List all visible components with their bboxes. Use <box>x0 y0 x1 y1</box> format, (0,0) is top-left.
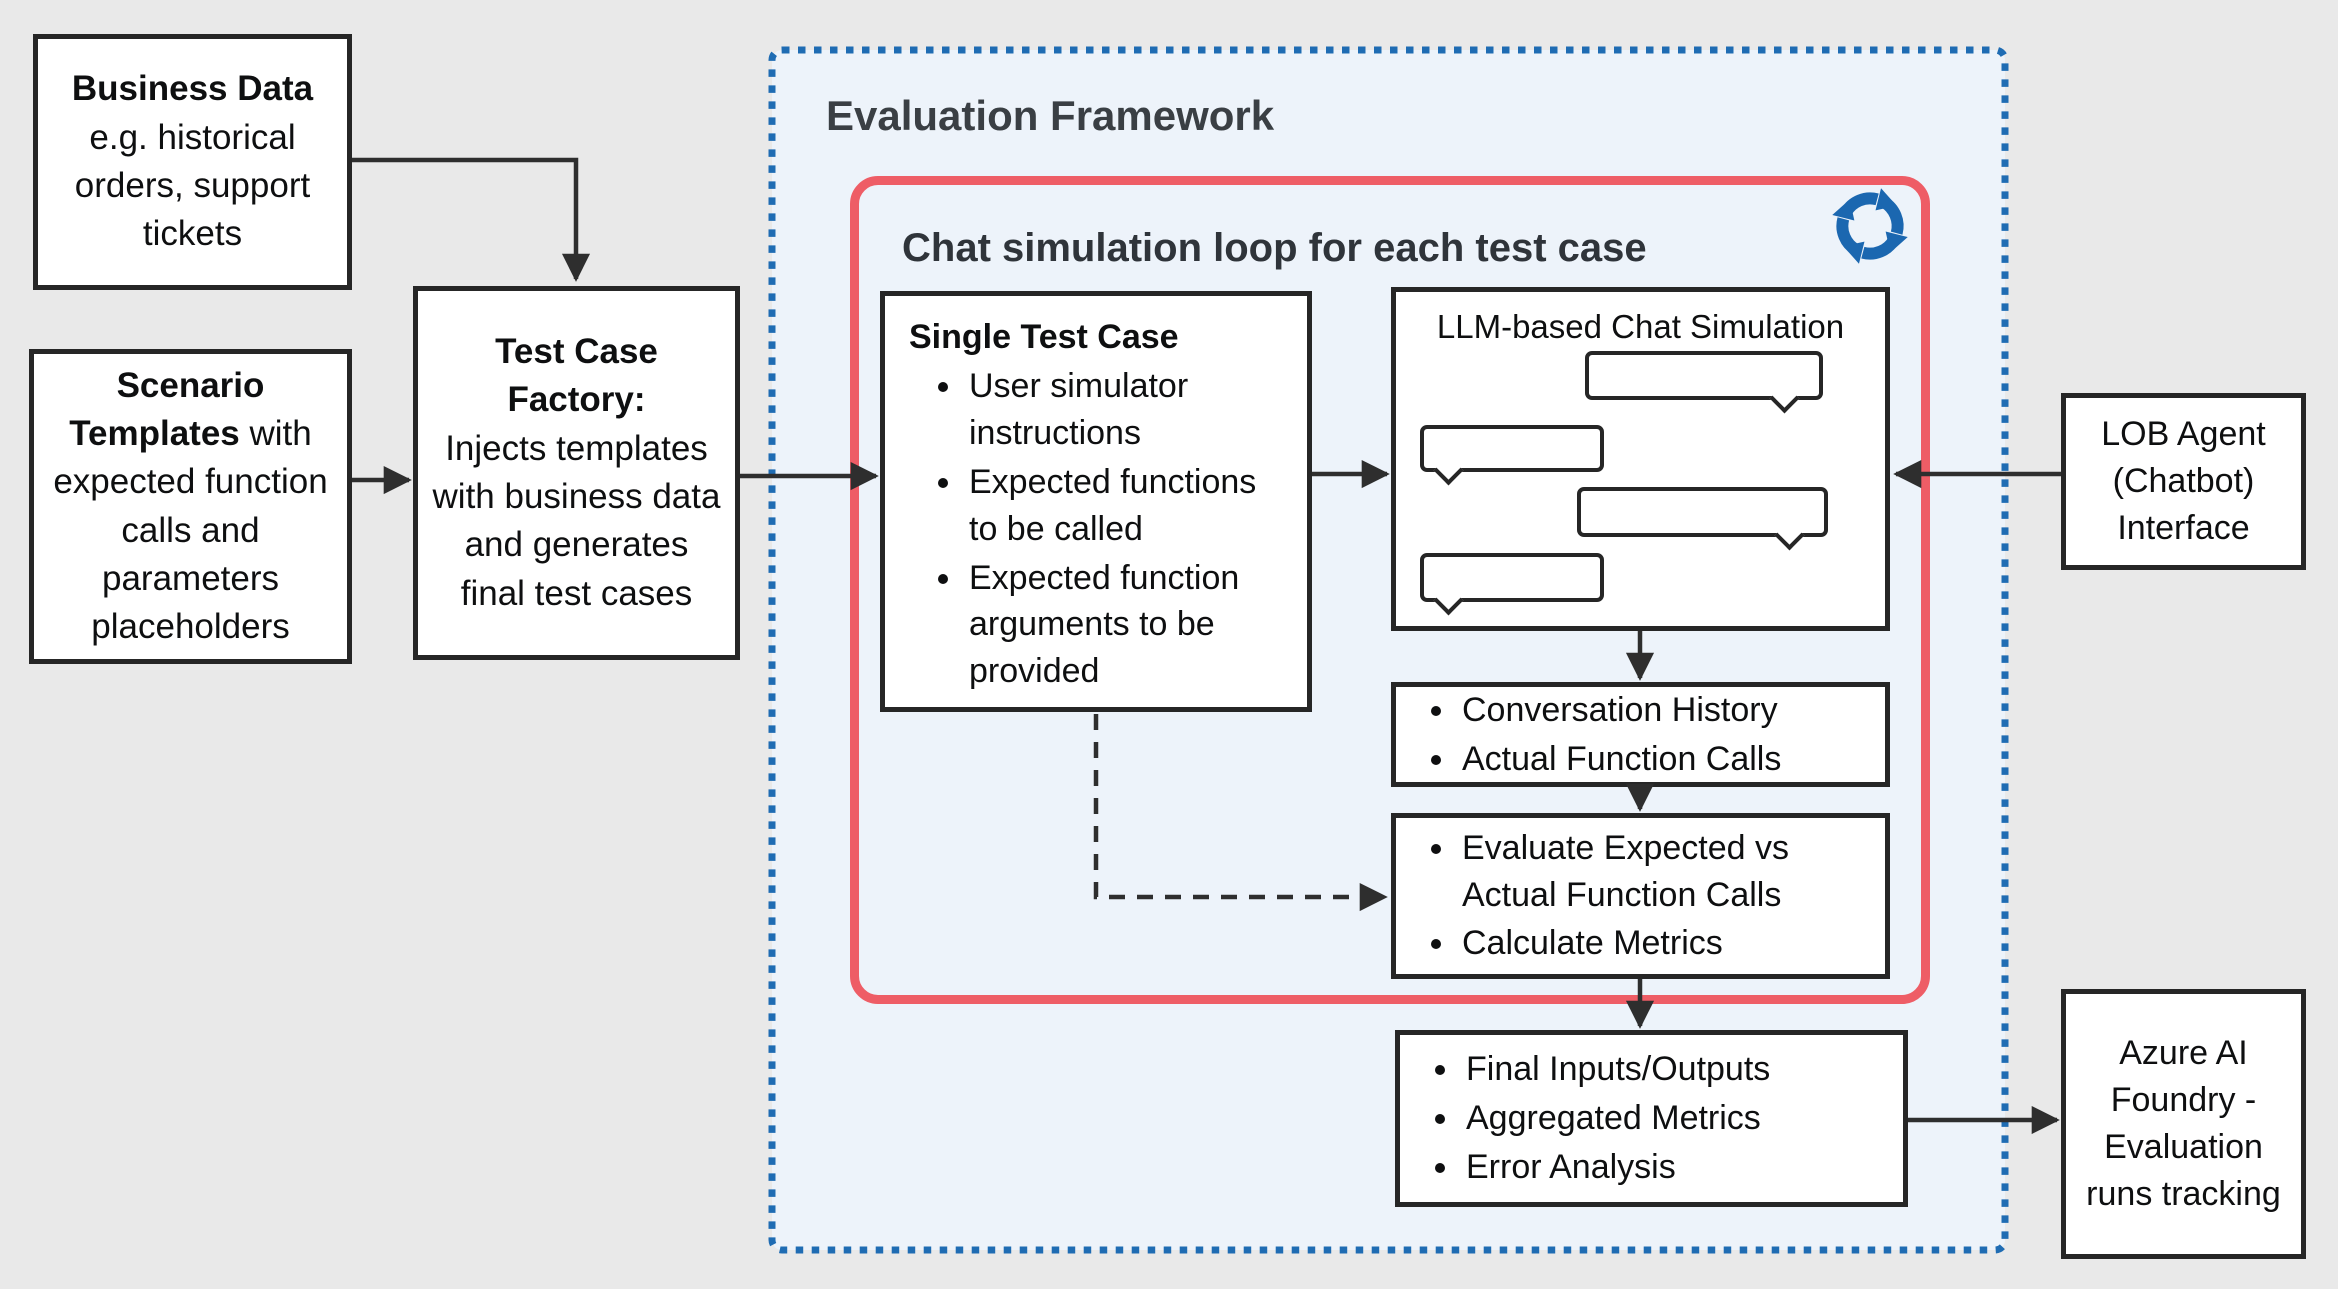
list-item: Actual Function Calls <box>1458 736 1781 783</box>
lob-agent-label: LOB Agent (Chatbot) Interface <box>2101 415 2266 547</box>
list-item: Final Inputs/Outputs <box>1462 1046 1770 1093</box>
chat-bubble-user-1 <box>1420 425 1604 472</box>
chat-bubble-agent-2 <box>1577 487 1828 537</box>
list-item: User simulator instructions <box>965 363 1283 457</box>
single-test-case-list: User simulator instructions Expected fun… <box>909 363 1283 695</box>
evaluate-metrics-box: Evaluate Expected vs Actual Function Cal… <box>1391 813 1890 979</box>
azure-foundry-box: Azure AI Foundry - Evaluation runs track… <box>2061 989 2306 1259</box>
scenario-templates-title: Scenario Templates <box>69 365 265 453</box>
list-item: Evaluate Expected vs Actual Function Cal… <box>1458 825 1885 919</box>
final-outputs-list: Final Inputs/Outputs Aggregated Metrics … <box>1400 1044 1770 1193</box>
test-case-factory-title: Test Case Factory: <box>495 332 658 420</box>
list-item: Conversation History <box>1458 687 1781 734</box>
test-case-factory-box: Test Case Factory: Injects templates wit… <box>413 286 740 660</box>
evaluate-metrics-list: Evaluate Expected vs Actual Function Cal… <box>1396 823 1885 970</box>
single-test-case-title: Single Test Case <box>909 318 1179 356</box>
list-item: Aggregated Metrics <box>1462 1095 1770 1142</box>
chat-bubble-agent-1 <box>1585 351 1823 400</box>
list-item: Calculate Metrics <box>1458 920 1885 967</box>
chat-bubble-user-2 <box>1420 553 1604 602</box>
business-data-box: Business Data e.g. historical orders, su… <box>33 34 352 290</box>
business-data-body: e.g. historical orders, support tickets <box>74 117 311 254</box>
final-outputs-box: Final Inputs/Outputs Aggregated Metrics … <box>1395 1030 1908 1207</box>
list-item: Error Analysis <box>1462 1144 1770 1191</box>
business-data-title: Business Data <box>71 69 314 109</box>
single-test-case-box: Single Test Case User simulator instruct… <box>880 291 1312 712</box>
llm-chat-simulation-title: LLM-based Chat Simulation <box>1436 308 1845 345</box>
list-item: Expected function arguments to be provid… <box>965 555 1283 696</box>
conversation-history-box: Conversation History Actual Function Cal… <box>1391 682 1890 787</box>
conversation-history-list: Conversation History Actual Function Cal… <box>1396 685 1781 785</box>
chat-loop-title: Chat simulation loop for each test case <box>902 226 1647 270</box>
list-item: Expected functions to be called <box>965 459 1283 553</box>
lob-agent-box: LOB Agent (Chatbot) Interface <box>2061 393 2306 570</box>
framework-title: Evaluation Framework <box>826 92 1275 139</box>
azure-foundry-label: Azure AI Foundry - Evaluation runs track… <box>2086 1034 2281 1213</box>
scenario-templates-body: with expected function calls and paramet… <box>53 413 328 647</box>
test-case-factory-body: Injects templates with business data and… <box>432 428 721 613</box>
sync-loop-icon <box>1824 180 1916 272</box>
arrow-business-to-factory <box>352 157 591 282</box>
scenario-templates-box: Scenario Templates with expected functio… <box>29 349 352 664</box>
